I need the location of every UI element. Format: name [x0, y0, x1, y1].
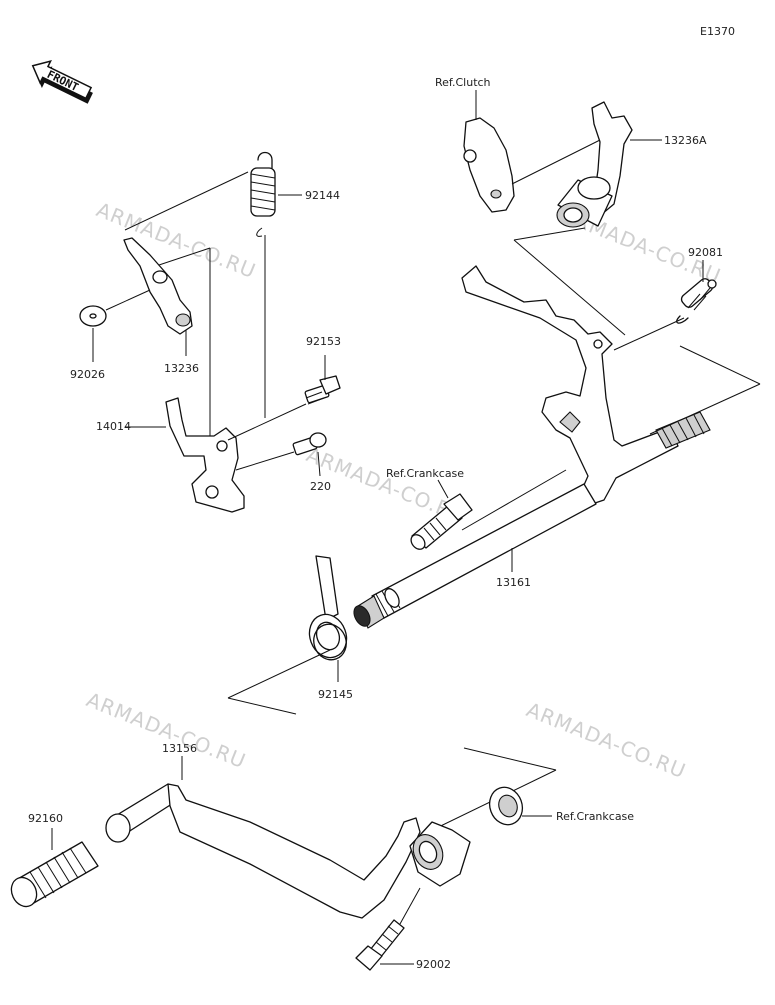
spring-92081	[676, 278, 717, 324]
label-13156: 13156	[162, 742, 197, 755]
clutch-lever	[463, 117, 515, 213]
label-92144: 92144	[305, 189, 340, 202]
bolt-92153	[304, 375, 341, 405]
collar	[556, 176, 613, 228]
crankcase-pin	[410, 493, 473, 550]
bolt-220	[292, 432, 327, 456]
label-92153: 92153	[306, 335, 341, 348]
label-92160: 92160	[28, 812, 63, 825]
label-14014: 14014	[96, 420, 131, 433]
spring-92144	[250, 151, 276, 237]
label-13161: 13161	[496, 576, 531, 589]
label-92081: 92081	[688, 246, 723, 259]
washer-92026	[79, 305, 107, 327]
diagram-code: E1370	[700, 25, 735, 38]
shift-arm-14014	[165, 397, 245, 513]
shift-shaft-13161	[353, 265, 711, 629]
watermark: ARMADA-CO.RU	[523, 697, 689, 783]
label-ref-crankcase-2: Ref.Crankcase	[556, 810, 634, 823]
spring-92145	[308, 555, 348, 661]
label-92026: 92026	[70, 368, 105, 381]
label-92002: 92002	[416, 958, 451, 971]
plate-13236	[123, 237, 193, 335]
crankcase-washer	[488, 786, 524, 826]
front-arrow-icon: FRONT	[31, 60, 93, 104]
label-ref-crankcase-1: Ref.Crankcase	[386, 467, 464, 480]
label-13236a: 13236A	[664, 134, 707, 147]
watermark: ARMADA-CO.RU	[93, 197, 259, 283]
bolt-92002	[355, 919, 405, 971]
label-92145: 92145	[318, 688, 353, 701]
watermark: ARMADA-CO.RU	[83, 687, 249, 773]
label-220: 220	[310, 480, 331, 493]
label-13236: 13236	[164, 362, 199, 375]
label-ref-clutch: Ref.Clutch	[435, 76, 491, 89]
pedal-rubber-92160	[10, 841, 99, 908]
watermarks: ARMADA-CO.RU ARMADA-CO.RU ARMADA-CO.RU A…	[83, 197, 724, 783]
shift-pedal-13156	[105, 783, 471, 919]
